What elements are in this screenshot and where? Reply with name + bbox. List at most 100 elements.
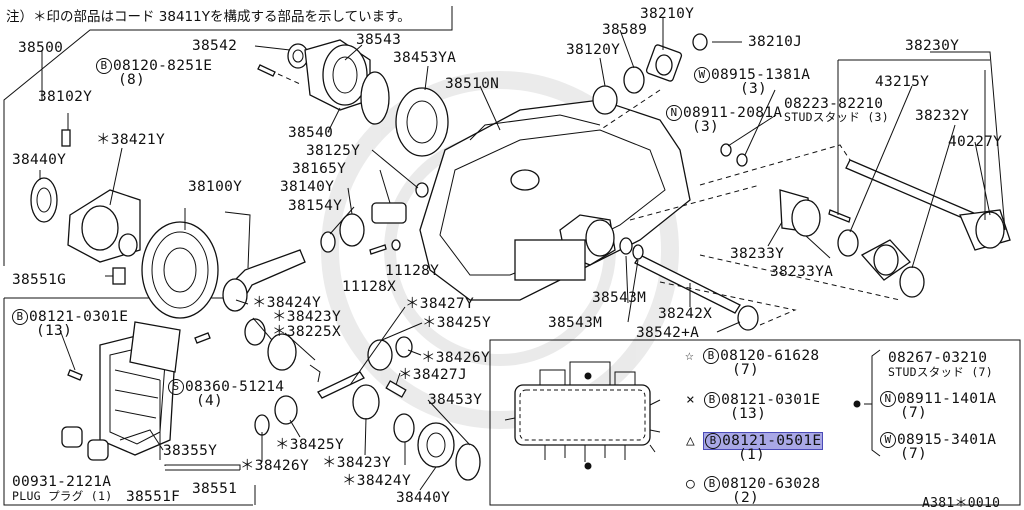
oring-43215Y bbox=[837, 229, 859, 257]
bolt-08120-8251E bbox=[257, 64, 276, 77]
figure-code: A381＊0010 bbox=[922, 496, 1001, 510]
label-38453Y: 38453Y bbox=[428, 392, 483, 408]
lower-left-frame bbox=[3, 298, 253, 506]
axle-shaft bbox=[845, 159, 1011, 251]
label-38210Y: 38210Y bbox=[640, 6, 695, 22]
label-stud-3: STUDスタッド (3) bbox=[784, 110, 889, 124]
label-11128X: 11128X bbox=[342, 279, 397, 295]
shim-38154Y bbox=[320, 231, 336, 253]
drive-pinion bbox=[222, 249, 306, 312]
label-38425Y-a: ＊38425Y bbox=[422, 315, 491, 331]
seal-38542A bbox=[737, 305, 759, 331]
gasket-38233YA bbox=[791, 199, 821, 237]
bolt-08121-0301E bbox=[67, 369, 83, 381]
label-38421Y: ＊38421Y bbox=[96, 132, 165, 148]
plug-00931 bbox=[61, 426, 83, 448]
label-38233YA: 38233YA bbox=[770, 264, 834, 280]
label-38551: 38551 bbox=[192, 481, 238, 497]
pin-38427J bbox=[385, 380, 407, 398]
label-38140Y: 38140Y bbox=[280, 179, 335, 195]
label-38233Y: 38233Y bbox=[730, 246, 785, 262]
rear-cover-38355Y bbox=[99, 321, 181, 456]
figure-note: 注）＊印の部品はコード 38411Yを構成する部品を示しています。 bbox=[6, 9, 411, 25]
label-38423Y-a: ＊38423Y bbox=[272, 309, 341, 325]
label-38543: 38543 bbox=[356, 32, 402, 48]
seal-38232Y bbox=[899, 266, 925, 298]
ring-gear bbox=[141, 221, 219, 319]
label-08223-82210: 08223-82210 bbox=[784, 96, 884, 112]
legend-stud: 08267-03210 bbox=[888, 350, 988, 366]
label-38543M-a: 38543M bbox=[592, 290, 647, 306]
flange-38210Y bbox=[645, 44, 683, 82]
label-38242X: 38242X bbox=[658, 306, 713, 322]
bolt-symbol: B bbox=[704, 392, 721, 408]
label-38440Y-top: 38440Y bbox=[12, 152, 67, 168]
label-38510N: 38510N bbox=[445, 76, 500, 92]
label-38120Y: 38120Y bbox=[566, 42, 621, 58]
washer-08915-1381A bbox=[736, 153, 748, 167]
bolt-symbol: B bbox=[705, 433, 722, 449]
label-00931-2121A: 00931-2121A bbox=[12, 474, 112, 490]
label-38154Y: 38154Y bbox=[288, 198, 343, 214]
seal-38542 bbox=[287, 43, 309, 69]
label-38230Y: 38230Y bbox=[905, 38, 960, 54]
label-38125Y: 38125Y bbox=[306, 143, 361, 159]
gasket-38453YA bbox=[395, 87, 449, 157]
washer-symbol: W bbox=[880, 432, 896, 448]
label-38425Y-b: ＊38425Y bbox=[275, 437, 344, 453]
label-38500: 38500 bbox=[18, 40, 64, 56]
pin-38225X bbox=[309, 364, 321, 383]
bolt-11128X bbox=[369, 244, 387, 255]
label-43215Y: 43215Y bbox=[875, 74, 930, 90]
bolt-symbol: B bbox=[96, 58, 112, 74]
x-symbol: × bbox=[686, 392, 696, 408]
note-frame-line bbox=[330, 6, 453, 31]
bearing-38440Y bbox=[417, 422, 455, 468]
label-38543M-b: 38543M bbox=[548, 315, 603, 331]
leader-lines bbox=[39, 18, 1006, 491]
label-38551F: 38551F bbox=[126, 489, 181, 505]
qty-3b: (3) bbox=[692, 119, 720, 135]
legend-dot bbox=[853, 400, 861, 408]
label-38100Y: 38100Y bbox=[188, 179, 243, 195]
pinion-38425Y-a bbox=[367, 339, 393, 371]
oring-38543M-a bbox=[619, 237, 633, 255]
differential-case bbox=[30, 129, 141, 263]
legend-tri-qty: (1) bbox=[738, 447, 766, 463]
upper-left-frame bbox=[3, 29, 330, 266]
side-gear-38423Y-a bbox=[267, 333, 297, 371]
legend-o-qty: (2) bbox=[732, 490, 760, 506]
nut-symbol: N bbox=[666, 105, 682, 121]
legend-star-qty: (7) bbox=[732, 362, 760, 378]
label-38551G: 38551G bbox=[12, 272, 67, 288]
label-38453YA: 38453YA bbox=[393, 50, 457, 66]
bolt-symbol: B bbox=[703, 348, 720, 364]
qty-13: (13) bbox=[36, 323, 73, 339]
label-38423Y-b: ＊38423Y bbox=[322, 455, 391, 471]
label-38102Y: 38102Y bbox=[38, 89, 93, 105]
bolt-08360 bbox=[194, 332, 211, 344]
label-38426Y-a: ＊38426Y bbox=[421, 350, 490, 366]
inset-cover-diagram bbox=[504, 361, 661, 470]
inset-frame bbox=[489, 339, 1021, 506]
qty-8: (8) bbox=[118, 72, 146, 88]
bolt-symbol: B bbox=[12, 309, 28, 325]
nut-08911-2081A bbox=[720, 143, 732, 157]
screw-symbol: S bbox=[168, 379, 184, 395]
washer-38125Y bbox=[415, 182, 429, 198]
circle-symbol: ○ bbox=[686, 476, 696, 492]
label-38440Y-bottom: 38440Y bbox=[396, 490, 451, 506]
label-38232Y: 38232Y bbox=[915, 108, 970, 124]
spacer-38165Y bbox=[371, 202, 407, 224]
label-38427J: ＊38427J bbox=[398, 367, 467, 383]
